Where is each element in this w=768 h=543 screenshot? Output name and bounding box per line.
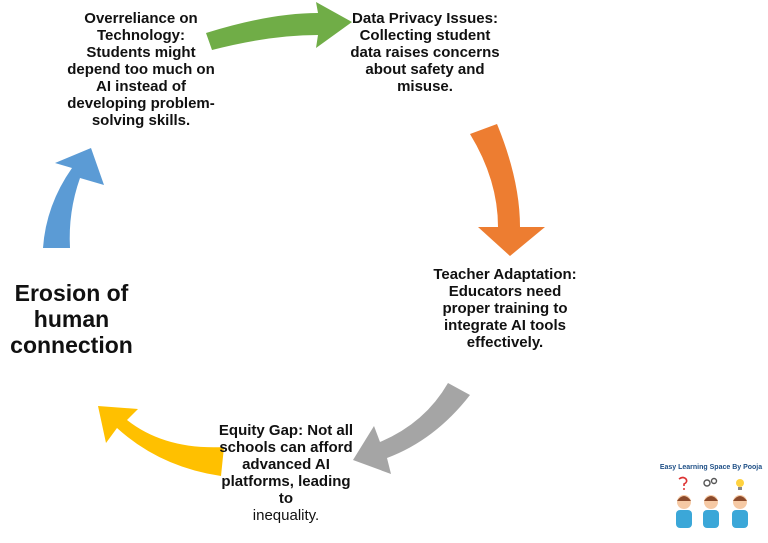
equity-gap-tail: inequality. xyxy=(252,507,320,524)
brand-logo: Easy Learning Space By Pooja xyxy=(656,464,766,534)
node-teacher-adaptation: Teacher Adaptation: Educators need prope… xyxy=(433,266,577,351)
node-data-privacy: Data Privacy Issues: Collecting student … xyxy=(350,10,500,95)
arrow-gray xyxy=(353,383,470,474)
arrow-green xyxy=(206,2,352,50)
node-overreliance: Overreliance on Technology: Students mig… xyxy=(67,10,215,129)
brand-text: Easy Learning Space By Pooja xyxy=(659,464,763,471)
arrow-orange xyxy=(470,124,545,256)
lightbulb-icon xyxy=(736,479,744,487)
gear-icon xyxy=(703,479,711,487)
arrow-yellow xyxy=(98,406,224,476)
equity-gap-text: Equity Gap: Not all schools can afford a… xyxy=(218,422,354,507)
node-equity-gap: Equity Gap: Not all schools can afford a… xyxy=(218,422,354,524)
question-icon xyxy=(678,476,688,486)
arrow-blue xyxy=(43,148,104,248)
brand-kids-illustration xyxy=(676,476,748,528)
node-erosion-human-connection: Erosion of human connection xyxy=(10,280,133,358)
